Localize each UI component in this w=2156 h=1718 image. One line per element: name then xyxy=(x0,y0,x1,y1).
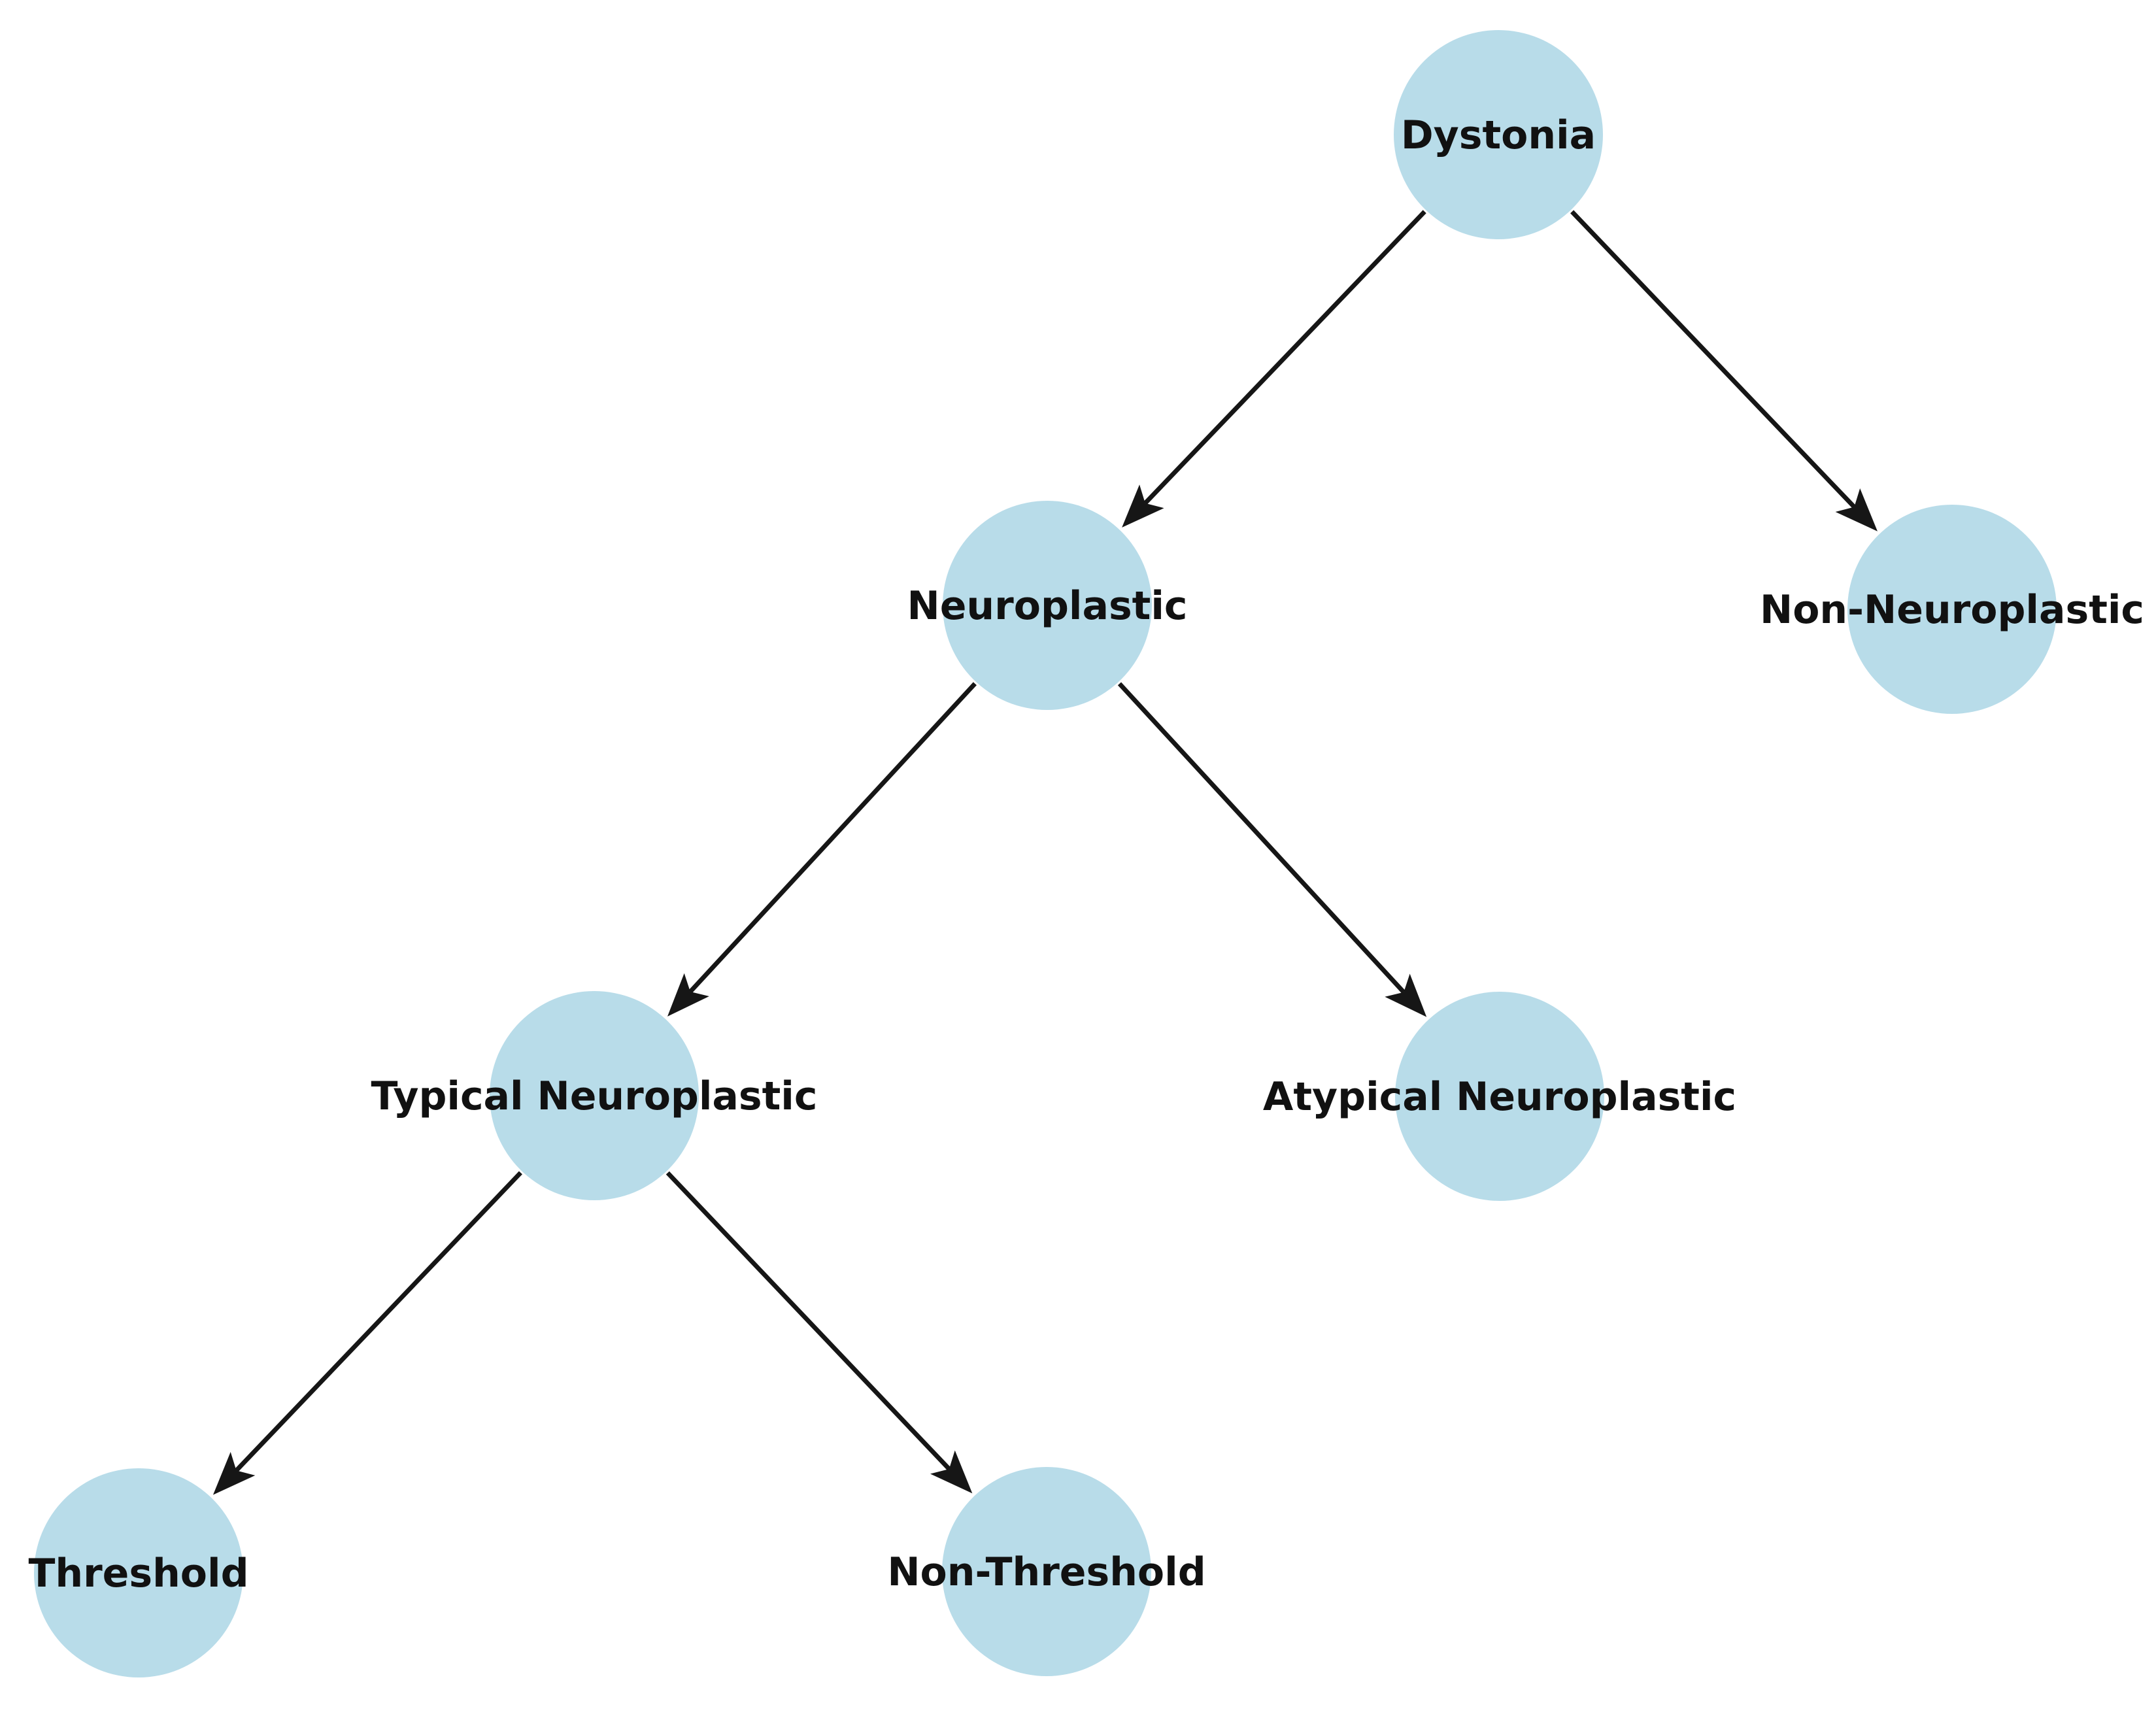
edge-line xyxy=(1570,210,1856,509)
arrowhead-icon xyxy=(930,1450,973,1494)
node-circle xyxy=(1847,505,2057,714)
edge-dystonia-to-neuroplastic xyxy=(1122,210,1426,528)
node-circle xyxy=(943,501,1152,710)
node-neuroplastic: Neuroplastic xyxy=(907,501,1188,710)
edge-dystonia-to-non-neuroplastic xyxy=(1570,210,1878,531)
node-label-threshold: Threshold xyxy=(28,1551,248,1596)
edge-line xyxy=(1143,210,1426,505)
node-circle xyxy=(1395,992,1604,1201)
node-circle xyxy=(490,991,699,1200)
edge-typical-neuroplastic-to-non-threshold xyxy=(665,1171,973,1494)
node-label-neuroplastic: Neuroplastic xyxy=(907,583,1188,629)
node-typical-neuroplastic: Typical Neuroplastic xyxy=(371,991,818,1200)
edge-line xyxy=(1117,682,1406,994)
node-label-typical-neuroplastic: Typical Neuroplastic xyxy=(371,1073,818,1119)
node-circle xyxy=(34,1468,243,1677)
node-label-non-neuroplastic: Non-Neuroplastic xyxy=(1760,587,2144,633)
node-non-neuroplastic: Non-Neuroplastic xyxy=(1760,505,2144,714)
edges-layer xyxy=(212,210,1878,1495)
node-label-non-threshold: Non-Threshold xyxy=(887,1549,1205,1595)
edge-neuroplastic-to-typical-neuroplastic xyxy=(667,682,977,1017)
edge-line xyxy=(665,1171,951,1471)
arrowhead-icon xyxy=(212,1451,256,1495)
node-atypical-neuroplastic: Atypical Neuroplastic xyxy=(1263,992,1736,1201)
edge-line xyxy=(234,1171,522,1472)
node-non-threshold: Non-Threshold xyxy=(887,1467,1206,1676)
arrowhead-icon xyxy=(667,973,709,1017)
node-circle xyxy=(1394,30,1603,239)
node-dystonia: Dystonia xyxy=(1394,30,1603,239)
edge-line xyxy=(688,682,977,994)
edge-typical-neuroplastic-to-threshold xyxy=(212,1171,522,1495)
node-circle xyxy=(942,1467,1151,1676)
node-label-dystonia: Dystonia xyxy=(1401,112,1596,158)
arrowhead-icon xyxy=(1385,973,1427,1017)
node-label-atypical-neuroplastic: Atypical Neuroplastic xyxy=(1263,1074,1736,1120)
arrowhead-icon xyxy=(1835,488,1878,531)
node-threshold: Threshold xyxy=(28,1468,249,1677)
edge-neuroplastic-to-atypical-neuroplastic xyxy=(1117,682,1427,1017)
arrowhead-icon xyxy=(1122,484,1164,528)
